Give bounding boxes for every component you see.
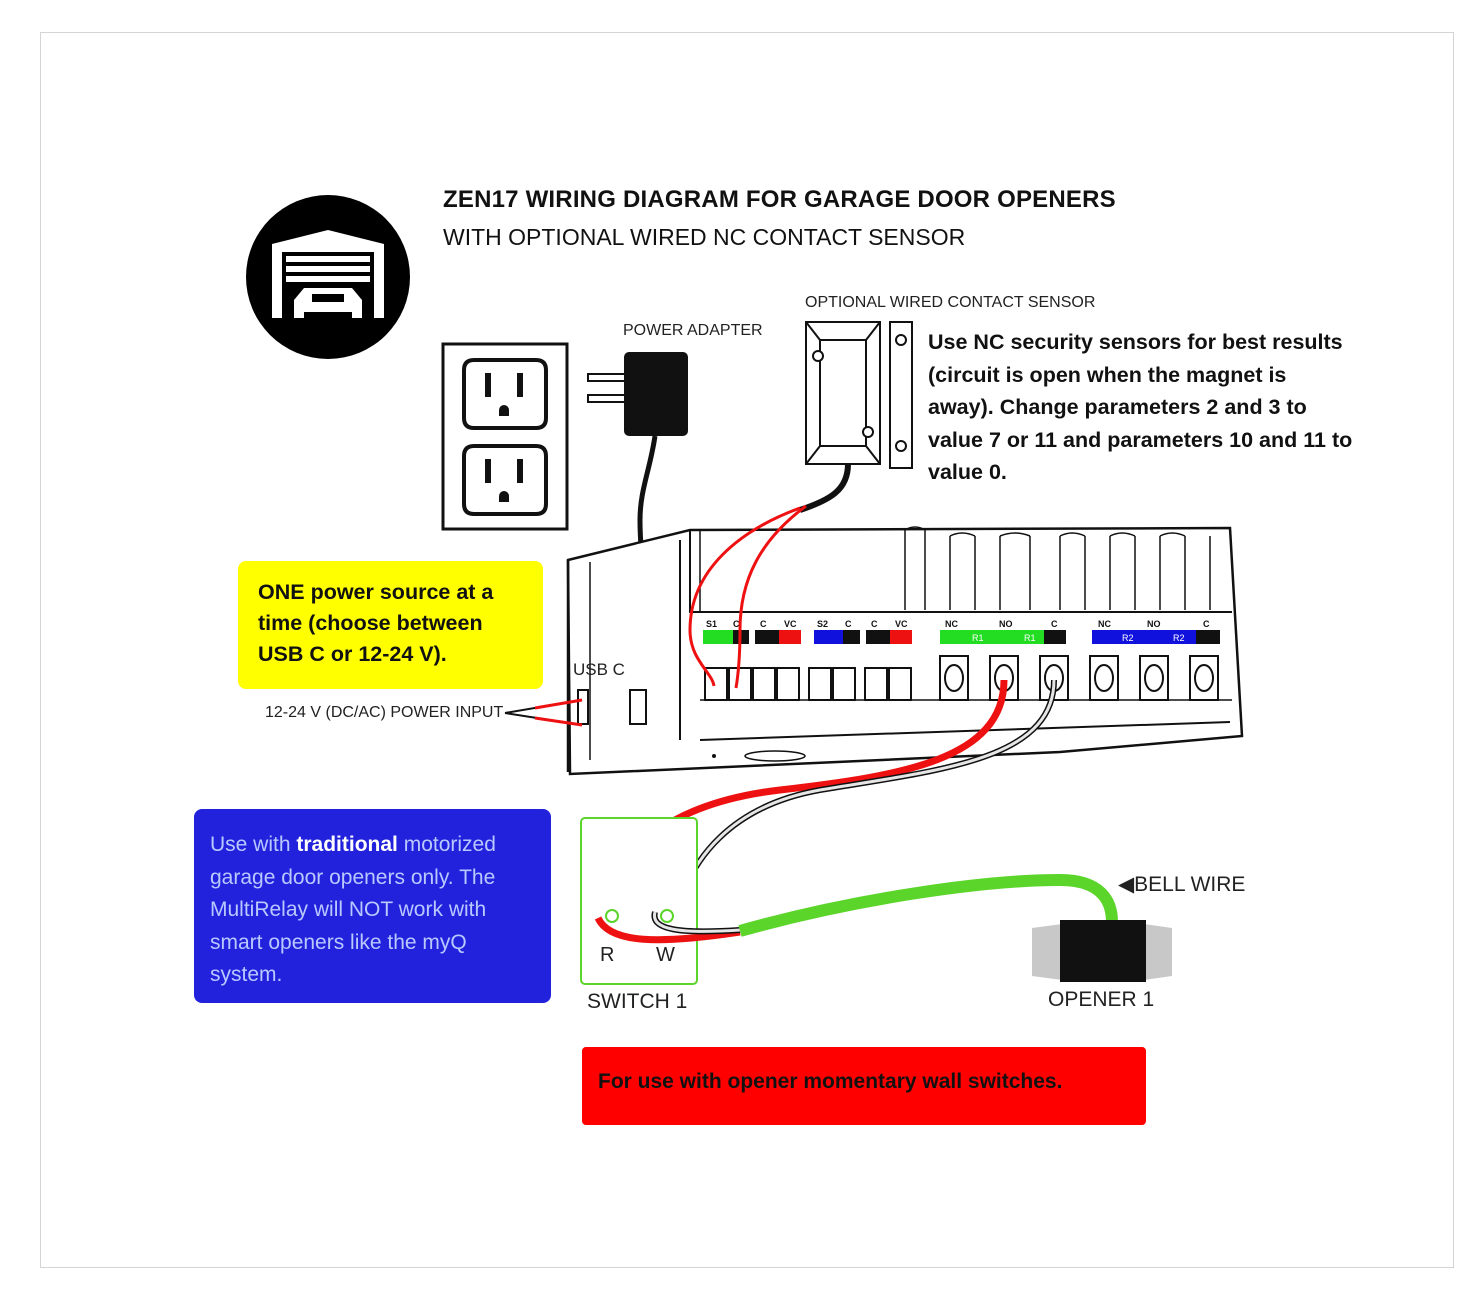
terminal-labels: S1 C C VC S2 C C VC NC NO C NC NO C R1 R… — [706, 619, 1210, 643]
diagram-title: ZEN17 WIRING DIAGRAM FOR GARAGE DOOR OPE… — [443, 186, 1116, 213]
terminal-label: C — [845, 619, 852, 629]
relay-tag: R1 — [1024, 633, 1036, 643]
garage-car-icon — [246, 195, 410, 359]
terminal-label: C — [760, 619, 767, 629]
terminal-label: NC — [1098, 619, 1111, 629]
terminal-label: NO — [1147, 619, 1161, 629]
terminal-label: NO — [999, 619, 1013, 629]
power-input-label: 12-24 V (DC/AC) POWER INPUT — [265, 704, 504, 721]
terminal-label: S1 — [706, 619, 717, 629]
terminal-label: VC — [784, 619, 797, 629]
note-text: motorized garage door openers only. The … — [210, 833, 496, 986]
diagram-subtitle: WITH OPTIONAL WIRED NC CONTACT SENSOR — [443, 224, 966, 250]
zen17-module — [566, 526, 1244, 776]
terminal-label: VC — [895, 619, 908, 629]
note-text: Use with — [210, 833, 297, 856]
terminal-label: C — [1203, 619, 1210, 629]
traditional-openers-note: Use with traditional motorized garage do… — [194, 809, 551, 1003]
diagram-frame — [40, 32, 1454, 1268]
optional-sensor-label: OPTIONAL WIRED CONTACT SENSOR — [805, 294, 1096, 311]
terminal-label: C — [1051, 619, 1058, 629]
wall-outlet-icon — [441, 342, 569, 531]
terminal-label: S2 — [817, 619, 828, 629]
opener-icon — [1032, 920, 1172, 982]
switch-terminal-w: W — [656, 944, 675, 966]
momentary-switch-note: For use with opener momentary wall switc… — [582, 1047, 1146, 1125]
sensor-note: Use NC security sensors for best results… — [928, 330, 1353, 484]
terminal-label: C — [871, 619, 878, 629]
contact-sensor-icon — [799, 321, 913, 513]
relay-tag: R2 — [1173, 633, 1185, 643]
switch-label: SWITCH 1 — [587, 990, 688, 1013]
power-adapter-label: POWER ADAPTER — [623, 322, 763, 339]
relay-tag: R2 — [1122, 633, 1134, 643]
switch-terminal-r: R — [600, 944, 615, 966]
opener-label: OPENER 1 — [1048, 988, 1155, 1011]
bell-wire-label: ◀BELL WIRE — [1118, 873, 1246, 896]
relay-tag: R1 — [972, 633, 984, 643]
terminal-label: C — [733, 619, 740, 629]
usb-c-label: USB C — [573, 660, 625, 679]
note-emphasis: traditional — [296, 833, 398, 856]
terminal-label: NC — [945, 619, 958, 629]
power-source-note: ONE power source at a time (choose betwe… — [238, 561, 543, 689]
wall-switch — [580, 817, 698, 985]
